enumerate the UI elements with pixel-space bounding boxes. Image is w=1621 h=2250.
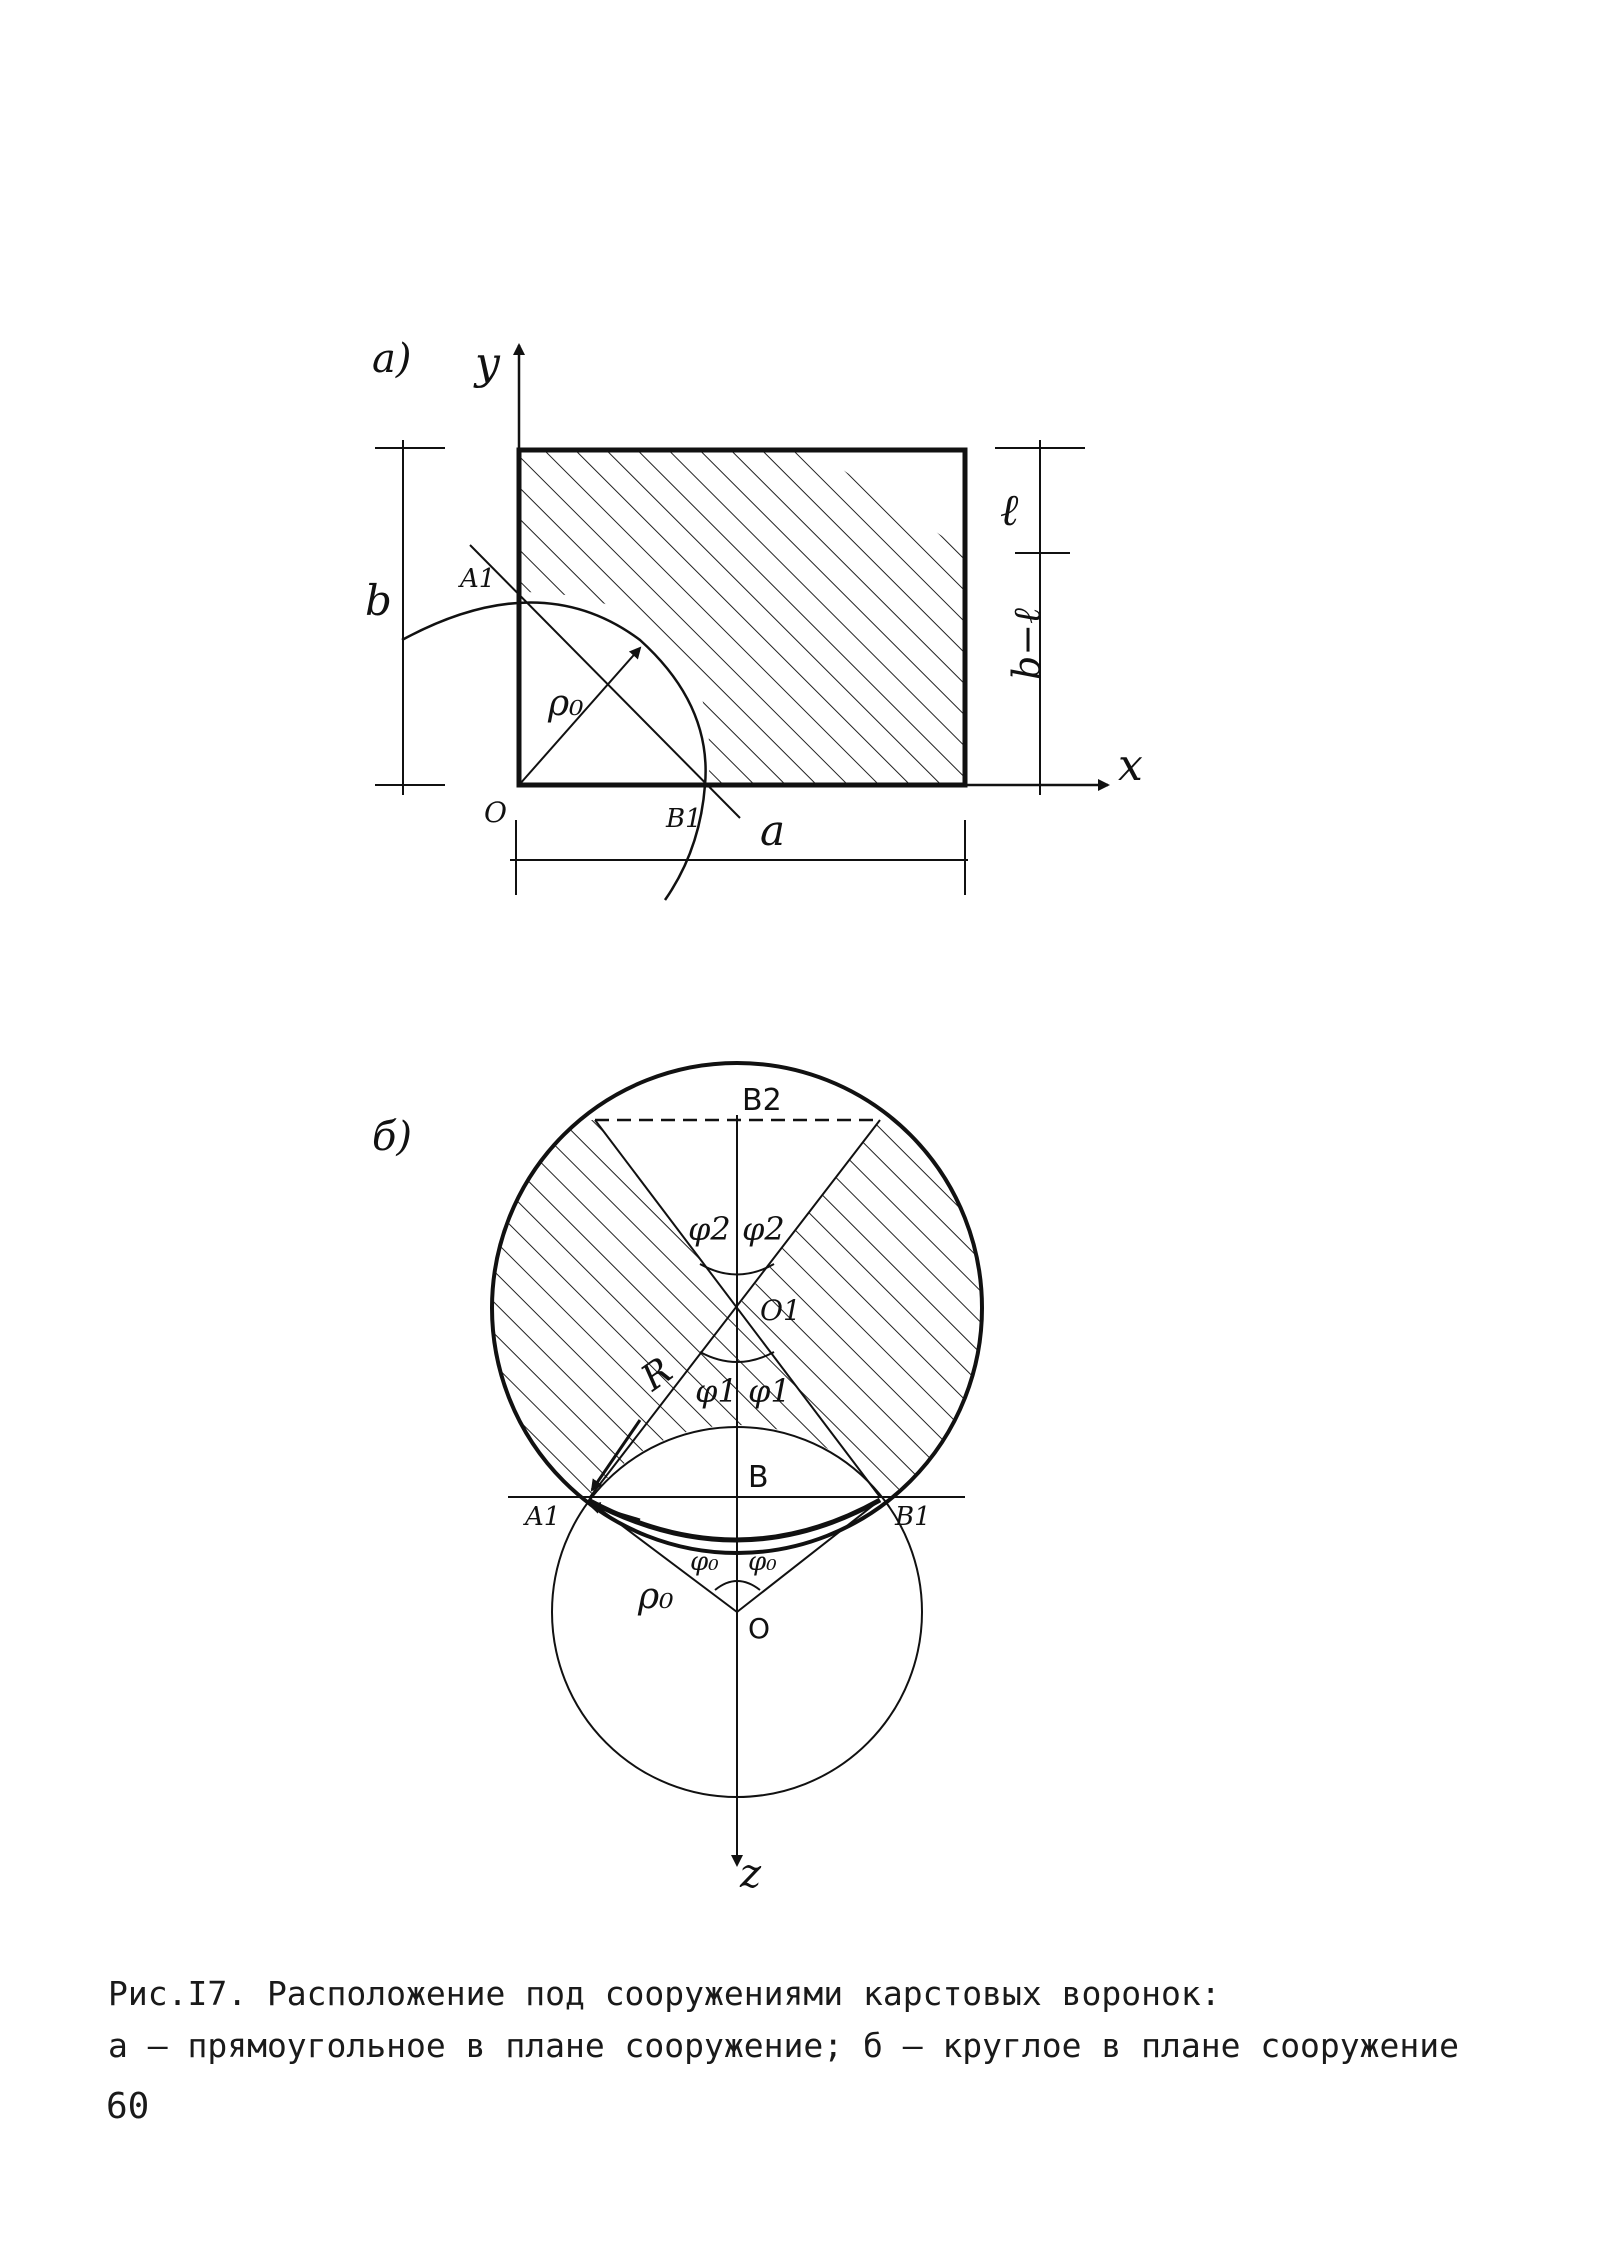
angle-phi2-left-label: φ2 [688,1210,731,1248]
radius-r [590,1419,642,1492]
angle-phi1-left-label: φ1 [695,1372,738,1410]
panel-b-diagram: б) z R B2 φ2 [372,1061,984,1897]
x-axis-label: x [1118,740,1143,791]
chord-a1-b1 [469,544,741,819]
point-b1-label: B1 [894,1502,931,1532]
point-a1-label: A1 [458,564,495,594]
z-axis-label: z [739,1851,762,1897]
angle-phi2-right-label: φ2 [742,1210,785,1248]
radius-o-b1 [736,1499,881,1613]
karst-arc [401,601,707,901]
center-o-label: O [748,1612,770,1645]
angle-arc-phi2 [699,1263,775,1276]
angle-arc-phi1 [699,1351,775,1363]
panel-b-label: б) [372,1114,412,1160]
angle-phi0-left-label: φ₀ [690,1547,719,1577]
dim-a-label: a [760,806,785,855]
diagonal-left [594,1119,881,1498]
origin-label: O [484,796,507,829]
caption-line-1: Рис.I7. Расположение под сооружениями ка… [108,1974,1221,2013]
angle-phi1-right-label: φ1 [748,1372,791,1410]
dim-b-minus-l-label: b−ℓ [1005,608,1049,680]
segment-arc-a1-b1 [586,1497,882,1543]
point-b-label: B [748,1460,769,1495]
hatched-area-rect [519,450,963,785]
point-a1-label: A1 [523,1502,560,1532]
dim-l-label: ℓ [1000,485,1019,536]
dim-b-label: b [365,576,392,625]
angle-phi0-right-label: φ₀ [748,1547,777,1577]
center-o1-label: O1 [760,1294,801,1327]
caption-line-2: а – прямоугольное в плане сооружение; б … [108,2026,1460,2065]
page-number: 60 [106,2086,150,2127]
y-axis-label: y [473,338,501,389]
radius-rho0 [518,646,642,786]
angle-arc-phi0 [714,1580,761,1591]
hatch-mask-small-circle [552,1425,922,1553]
radius-o-a1 [587,1499,738,1613]
panel-a-label: а) [372,336,411,382]
rectangle-structure [516,447,968,788]
diagonal-right [589,1119,881,1498]
point-b1-label: B1 [665,804,702,834]
figure-caption: Рис.I7. Расположение под сооружениями ка… [108,1968,1528,2072]
panel-a-diagram: а) y x ρ₀ A1 O B1 a b [365,336,1143,901]
radius-rho0-label: ρ₀ [637,1576,674,1617]
radius-rho0-label: ρ₀ [547,683,584,724]
point-b2-label: B2 [742,1083,782,1118]
